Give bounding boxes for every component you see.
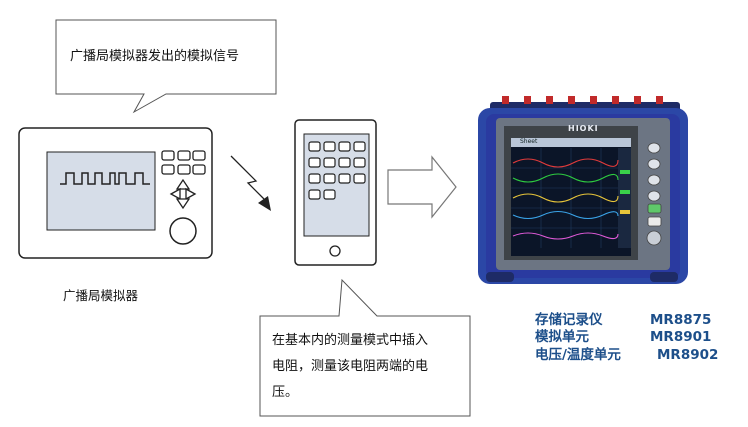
spec-name-2: 模拟单元 — [535, 328, 589, 346]
spec-model-3: MR8902 — [657, 346, 718, 364]
bottom-callout-text: 在基本内的测量模式中插入 电阻，测量该电阻两端的电 压。 — [272, 328, 428, 406]
bottom-callout-line-3: 压。 — [272, 380, 428, 406]
simulator-caption: 广播局模拟器 — [63, 285, 138, 304]
broadcast-simulator-device — [19, 128, 212, 258]
bottom-callout-line-2: 电阻，测量该电阻两端的电 — [272, 354, 428, 380]
spec-model-2: MR8901 — [650, 328, 711, 346]
logger-brand-logo: HIOKI — [568, 124, 599, 133]
bottom-callout-line-1: 在基本内的测量模式中插入 — [272, 328, 428, 354]
block-arrow — [388, 157, 456, 217]
simulator-knob — [170, 218, 196, 244]
spec-model-1: MR8875 — [650, 311, 711, 329]
spec-name-1: 存储记录仪 — [535, 311, 603, 329]
tablet-home-button — [330, 246, 340, 256]
logger-screen-tab: Sheet — [520, 138, 537, 145]
tablet-device — [295, 120, 376, 265]
product-spec-list: 存储记录仪 MR8875 模拟单元 MR8901 电压/温度单元 MR8902 — [535, 311, 735, 367]
top-callout-text: 广播局模拟器发出的模拟信号 — [70, 44, 239, 70]
spec-name-3: 电压/温度单元 — [535, 346, 621, 364]
wireless-signal-icon — [231, 156, 271, 211]
